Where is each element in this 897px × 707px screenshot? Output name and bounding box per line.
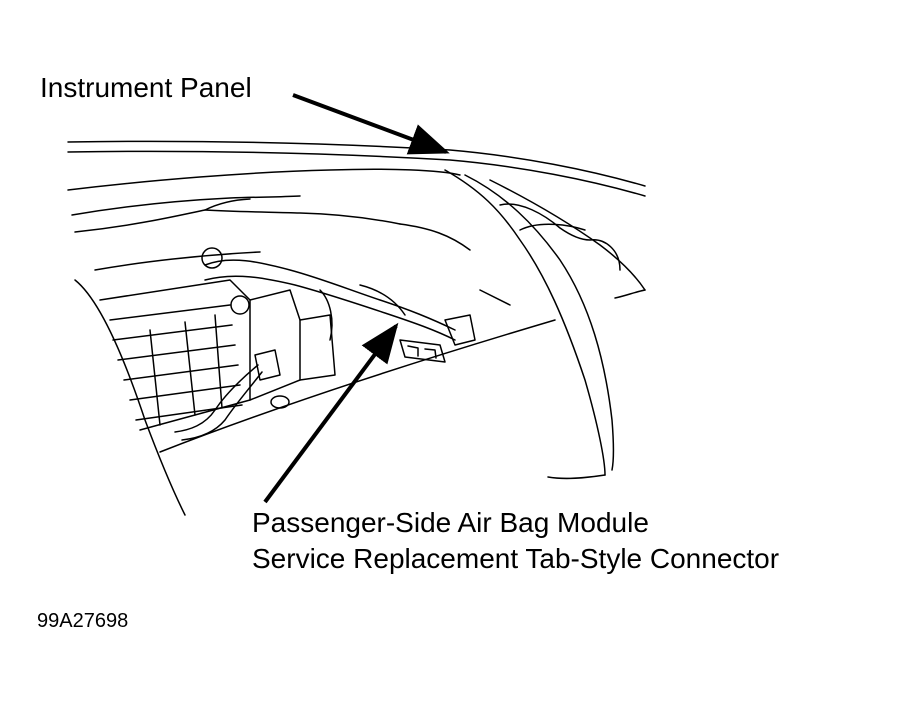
wiring-harness: [174, 247, 511, 441]
connector-label-line2: Service Replacement Tab-Style Connector: [252, 543, 780, 574]
right-trim-pillar: [444, 169, 646, 480]
connector-label-line1: Passenger-Side Air Bag Module: [252, 507, 649, 538]
instrument-panel-label: Instrument Panel: [40, 72, 252, 103]
instrument-panel-arrow: [292, 93, 450, 155]
connector-label: Passenger-Side Air Bag Module Service Re…: [252, 505, 779, 577]
tab-style-connector: [399, 339, 446, 363]
dash-contours: [67, 168, 471, 251]
connector-arrow: [263, 322, 399, 504]
figure-id: 99A27698: [37, 610, 129, 632]
hvac-housing: [99, 279, 336, 431]
